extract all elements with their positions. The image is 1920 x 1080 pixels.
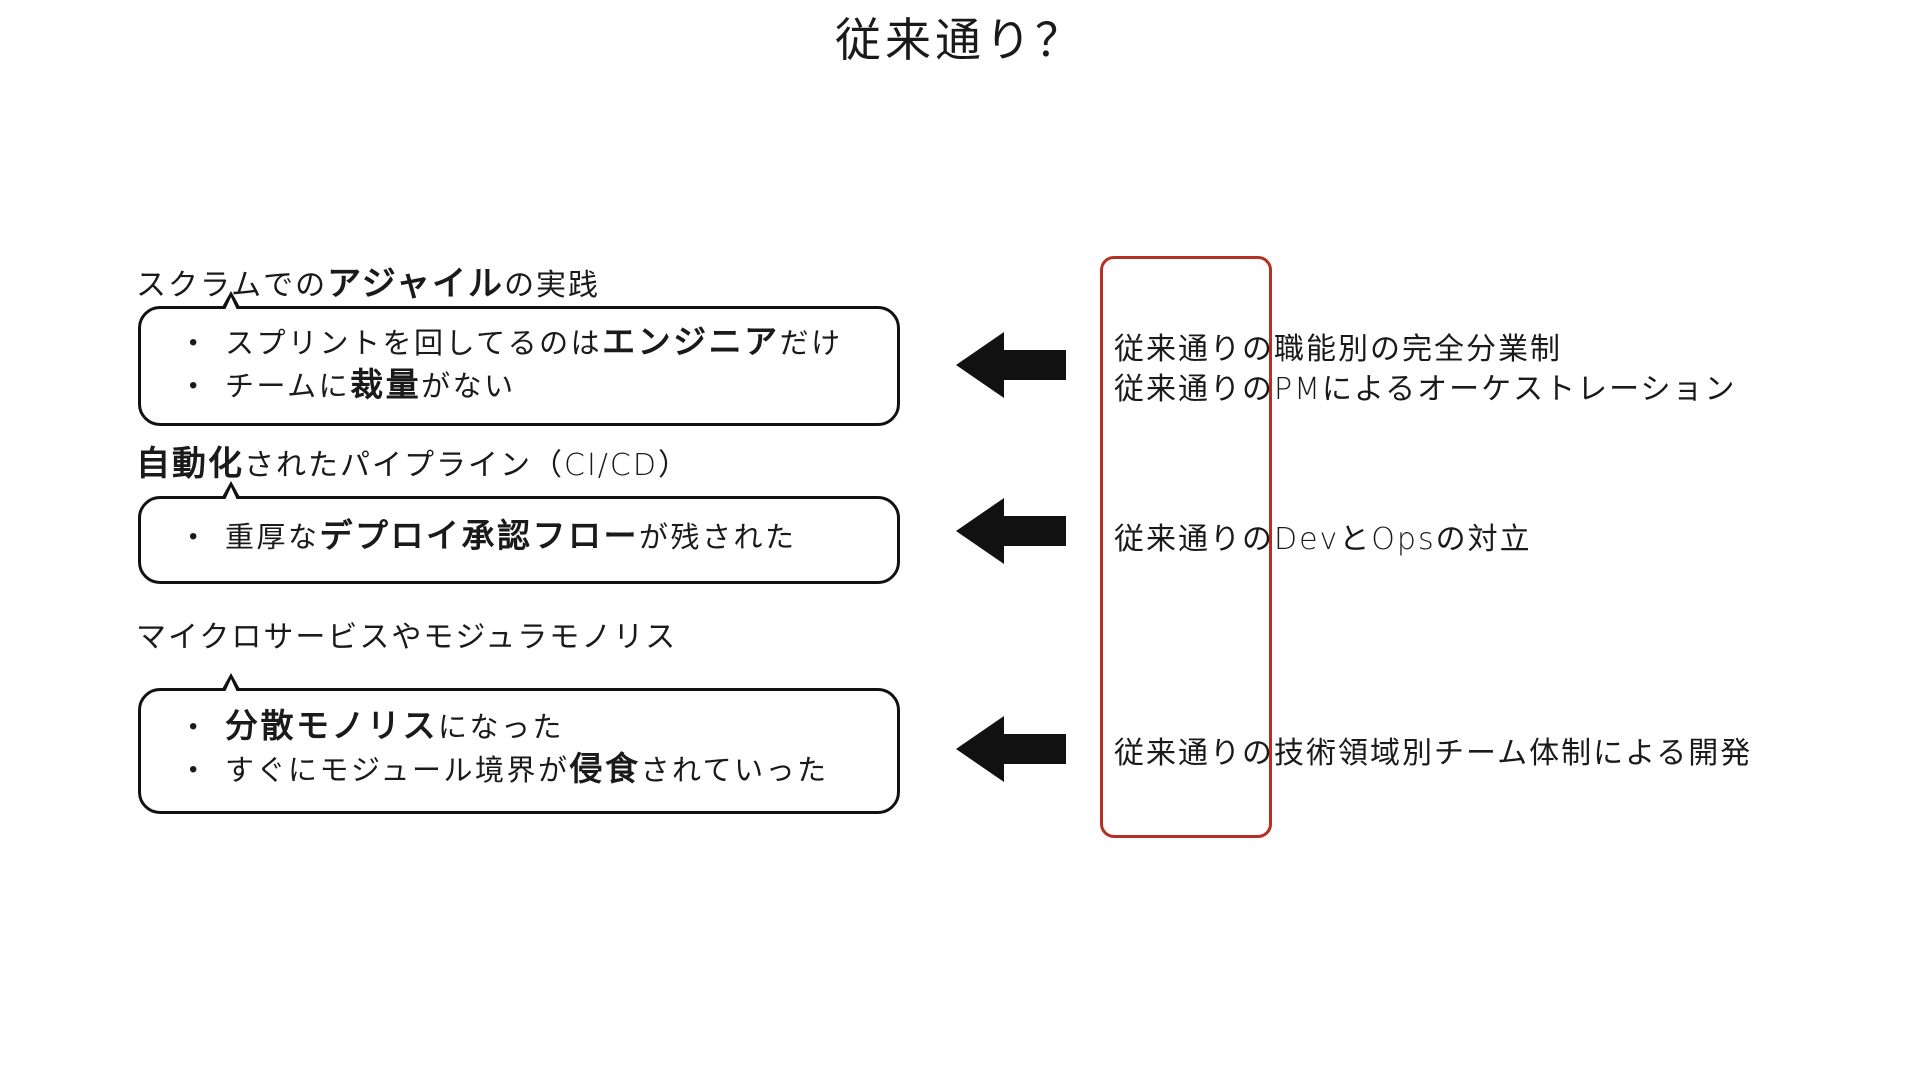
bullet-emphasis: 分散モノリス [225,706,438,745]
bullet-list: スプリントを回してるのはエンジニアだけ チームに裁量がない [141,321,897,407]
list-item: すぐにモジュール境界が侵食されていった [141,748,897,791]
slide-title: 従来通り？ [835,13,1085,67]
bullet-text: になった [438,710,565,744]
list-item: チームに裁量がない [141,364,897,407]
heading-text: マイクロサービスやモジュラモノリス [136,620,678,655]
bullet-text: が残された [639,520,797,554]
speech-bubble-pipeline: 重厚なデプロイ承認フローが残された [138,481,900,584]
section-heading-microservices: マイクロサービスやモジュラモノリス [136,612,677,656]
bullet-list: 分散モノリスになった すぐにモジュール境界が侵食されていった [141,705,897,791]
bubble-tail [221,481,241,500]
speech-bubble-microservices: 分散モノリスになった すぐにモジュール境界が侵食されていった [138,673,900,814]
bullet-text: 重厚な [225,520,320,554]
traditional-item-division: 従来通りの職能別の完全分業制 [1114,332,1562,367]
bullet-text: されていった [640,753,829,787]
bullet-text: がない [421,369,516,403]
list-item: 重厚なデプロイ承認フローが残された [141,515,897,558]
heading-emphasis: 自動化 [136,444,244,484]
bullet-text: スプリントを回してるのは [225,326,603,360]
section-heading-agile: スクラムでのアジャイルの実践 [136,256,600,305]
highlight-box [1100,256,1272,838]
bullet-emphasis: エンジニア [602,322,780,361]
bullet-emphasis: 侵食 [569,749,641,788]
bubble-tail [221,673,241,692]
list-item: スプリントを回してるのはエンジニアだけ [141,321,897,364]
bullet-emphasis: 裁量 [350,365,422,404]
list-item: 分散モノリスになった [141,705,897,748]
traditional-item-pm: 従来通りのPMによるオーケストレーション [1114,372,1737,407]
arrow-left-icon [956,498,1066,564]
heading-text: の実践 [504,268,601,303]
bubble-tail [221,291,241,310]
arrow-left-icon [956,716,1066,782]
bullet-list: 重厚なデプロイ承認フローが残された [141,515,897,558]
arrow-left-icon [956,332,1066,398]
heading-text: されたパイプライン（CI/CD） [244,448,690,483]
bullet-text: だけ [779,326,843,360]
speech-bubble-agile: スプリントを回してるのはエンジニアだけ チームに裁量がない [138,291,900,426]
heading-emphasis: アジャイル [327,264,505,304]
section-heading-pipeline: 自動化されたパイプライン（CI/CD） [136,436,690,485]
traditional-item-teams: 従来通りの技術領域別チーム体制による開発 [1114,736,1753,771]
bullet-text: すぐにモジュール境界が [225,753,570,787]
bullet-text: チームに [225,369,351,403]
traditional-item-devops: 従来通りのDevとOpsの対立 [1114,522,1532,557]
bullet-emphasis: デプロイ承認フロー [319,516,640,555]
